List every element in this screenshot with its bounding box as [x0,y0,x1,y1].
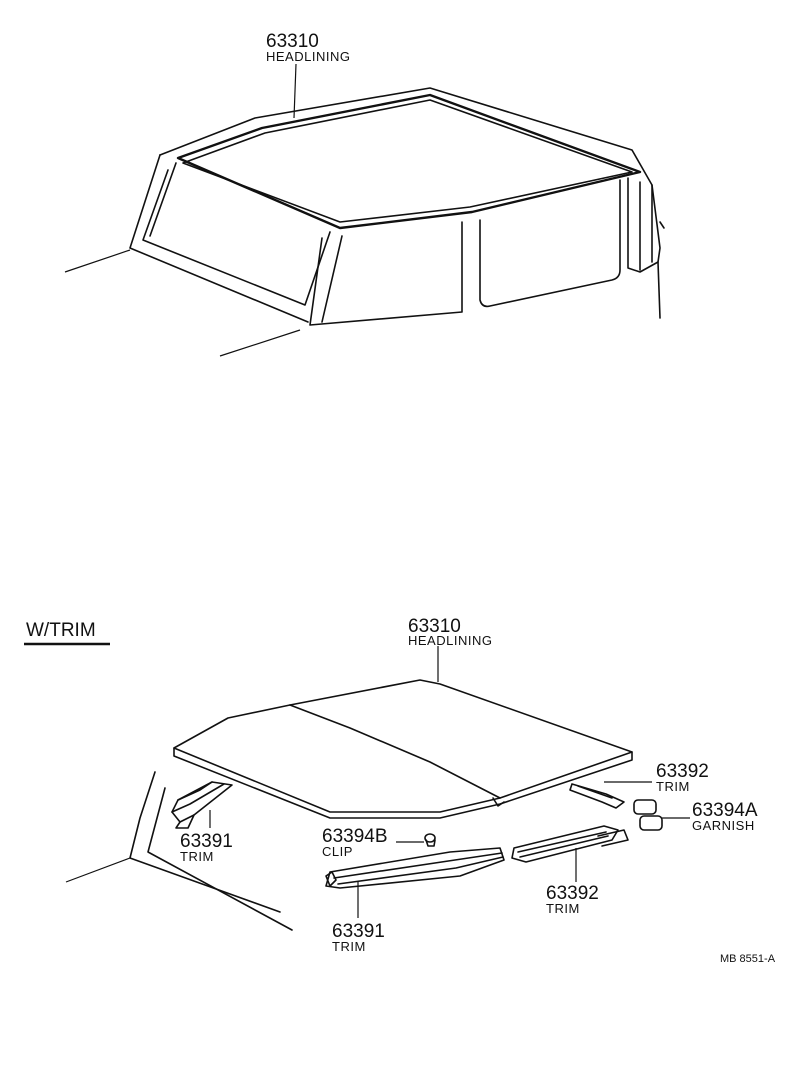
trim-right-rear-part-name: TRIM [656,779,690,794]
trim-right-side-part-number: 63392 [546,883,599,904]
headlining-part-number-bottom: 63310 [408,616,461,637]
trim-right-rear-part [569,783,625,809]
trim-right-side-part-name: TRIM [546,901,580,916]
headlining-panel-bottom [173,679,633,819]
top-cab-illustration [64,87,665,357]
clip-part-number: 63394B [322,826,388,847]
trim-right-rear-part-number: 63392 [656,761,709,782]
trim-left-rear-part [171,781,233,829]
headlining-part-number-top: 63310 [266,31,319,52]
section-title-with-trim: W/TRIM [26,620,96,641]
clip-part [424,833,436,847]
headlining-leader-line-top [293,63,297,119]
headlining-panel-top [176,93,642,230]
clip-part-name: CLIP [322,844,353,859]
headlining-part-name-bottom: HEADLINING [408,633,492,648]
trim-left-side-part-name: TRIM [332,939,366,954]
trim-left-side-part [325,847,505,889]
garnish-part-number: 63394A [692,800,758,821]
trim-left-rear-part-number: 63391 [180,831,233,852]
diagram-code: MB 8551-A [720,953,776,965]
trim-left-rear-part-name: TRIM [180,849,214,864]
trim-left-side-part-number: 63391 [332,921,385,942]
headlining-part-name-top: HEADLINING [266,49,350,64]
trim-right-side-part [511,825,629,863]
garnish-part-name: GARNISH [692,818,755,833]
body-pillar-lines [65,771,293,931]
garnish-part [633,799,663,831]
